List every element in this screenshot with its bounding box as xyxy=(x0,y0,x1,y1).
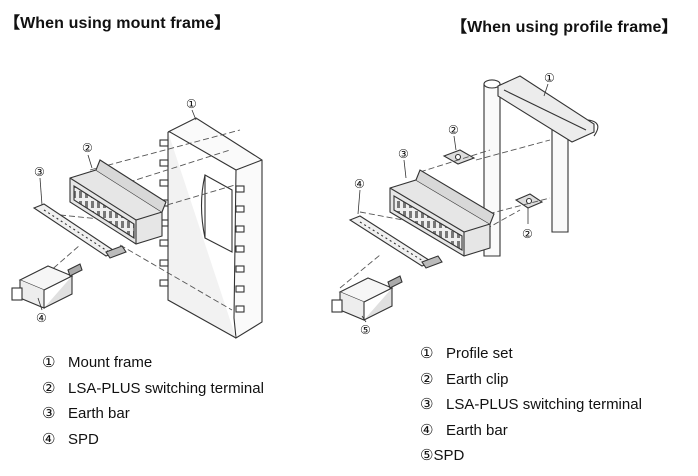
callout-left-1: ① xyxy=(186,97,197,111)
legend-num: ⑤ xyxy=(420,446,434,464)
legend-item: ③ LSA-PLUS switching terminal xyxy=(420,392,642,418)
callout-left-4: ④ xyxy=(36,311,47,325)
legend-text: Mount frame xyxy=(68,354,153,371)
lsa-plus-terminal-left xyxy=(69,159,167,245)
legend-text: Earth clip xyxy=(446,370,509,388)
mount-frame xyxy=(159,117,263,339)
legend-item: ③ Earth bar xyxy=(42,401,264,427)
legend-num: ③ xyxy=(420,395,434,413)
legend-num: ④ xyxy=(420,420,434,439)
legend-item: ④ SPD xyxy=(42,427,264,453)
legend-item: ④ Earth bar xyxy=(420,418,642,444)
spd-left xyxy=(11,263,83,309)
legend-item: ② Earth clip xyxy=(420,367,642,393)
legend-text: Profile set xyxy=(446,345,513,362)
lsa-plus-terminal-right xyxy=(389,169,495,257)
callout-right-1: ① xyxy=(544,71,555,85)
legend-profile-frame: ① Profile set ② Earth clip ③ LSA-PLUS switc… xyxy=(420,341,642,469)
title-profile-frame: 【When using profile frame】 xyxy=(451,19,678,36)
callout-right-4: ④ xyxy=(354,177,365,191)
callout-right-3: ③ xyxy=(398,147,409,161)
callout-right-5: ⑤ xyxy=(360,323,371,337)
legend-num: ④ xyxy=(42,429,56,448)
profile-frame-diagram xyxy=(331,75,599,323)
legend-item: ② LSA-PLUS switching terminal xyxy=(42,376,264,402)
legend-mount-frame: ① Mount frame ② LSA-PLUS switching termina… xyxy=(42,350,264,452)
legend-num: ③ xyxy=(42,404,56,422)
earth-clip-top xyxy=(442,149,476,165)
legend-text: LSA-PLUS switching terminal xyxy=(446,396,642,413)
legend-item: ① Mount frame xyxy=(42,350,264,376)
legend-text: Earth bar xyxy=(68,405,130,422)
callout-right-2a: ② xyxy=(448,123,459,137)
legend-item: ① Profile set xyxy=(420,341,642,367)
title-mount-frame: 【When using mount frame】 xyxy=(4,15,231,32)
callout-right-2b: ② xyxy=(522,227,533,241)
legend-item: ⑤SPD xyxy=(420,443,642,469)
profile-set xyxy=(483,75,599,257)
legend-text: Earth bar xyxy=(446,421,508,439)
legend-text: SPD xyxy=(68,430,99,448)
legend-text: LSA-PLUS switching terminal xyxy=(68,379,264,397)
earth-bar-left xyxy=(32,203,127,259)
legend-num: ① xyxy=(42,353,56,371)
legend-num: ① xyxy=(420,344,434,362)
mount-frame-diagram xyxy=(11,109,263,339)
earth-bar-right xyxy=(348,215,443,269)
earth-clip-bottom xyxy=(514,193,544,209)
legend-num: ② xyxy=(420,369,434,388)
spd-right xyxy=(331,275,403,321)
legend-text: SPD xyxy=(433,447,465,464)
callout-left-2: ② xyxy=(82,141,93,155)
callout-left-3: ③ xyxy=(34,165,45,179)
legend-num: ② xyxy=(42,378,56,397)
